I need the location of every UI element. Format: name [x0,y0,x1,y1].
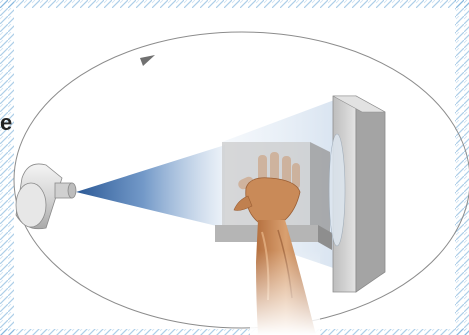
hand-icon [233,152,320,335]
xray-beam [76,145,225,228]
detector-panel-icon [328,95,386,293]
rotation-arrow-icon [140,55,155,66]
edge-text: e [0,110,13,135]
gantry-orbit [13,31,469,329]
xray-tube-icon [15,163,77,230]
